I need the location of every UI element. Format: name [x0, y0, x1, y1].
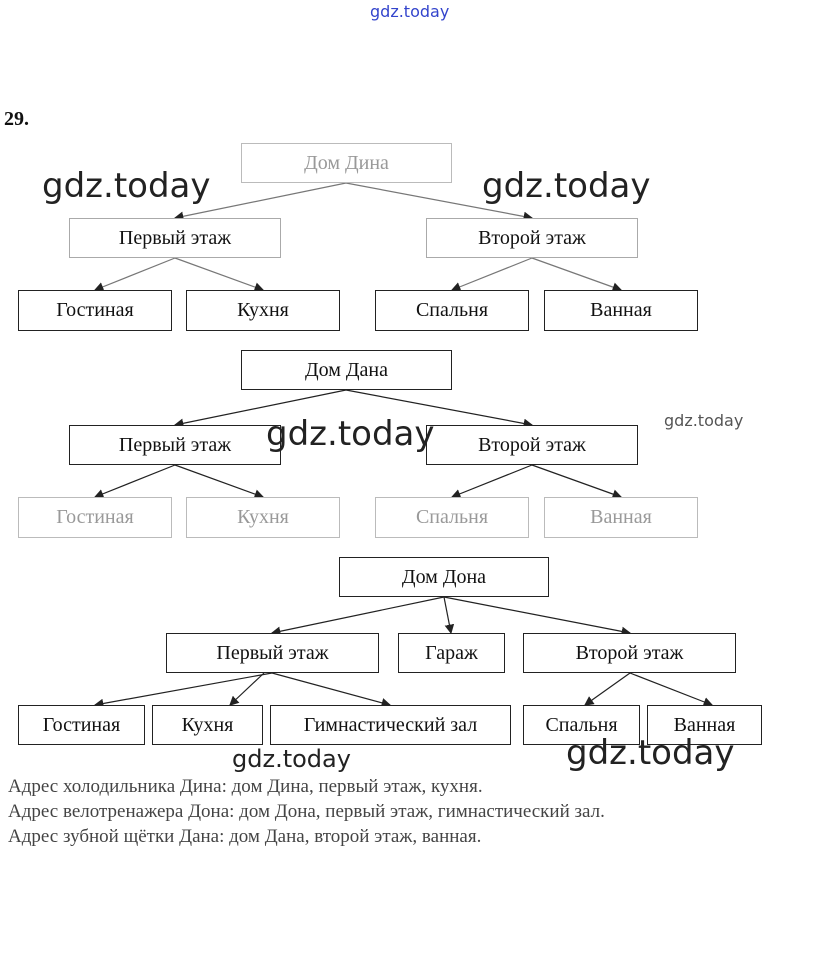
tree2-room: Спальня — [375, 497, 529, 538]
tree2-floor-1: Первый этаж — [69, 425, 281, 465]
task-number: 29. — [4, 108, 29, 130]
answer-line: Адрес зубной щётки Дана: дом Дана, второ… — [8, 826, 482, 847]
tree1-floor-2: Второй этаж — [426, 218, 638, 258]
watermark: gdz.today — [566, 733, 735, 773]
answer-line: Адрес велотренажера Дона: дом Дона, перв… — [8, 801, 605, 822]
tree3-room: Спальня — [523, 705, 640, 745]
tree3-room: Кухня — [152, 705, 263, 745]
tree3-floor-2: Второй этаж — [523, 633, 736, 673]
tree1-root: Дом Дина — [241, 143, 452, 183]
tree2-root: Дом Дана — [241, 350, 452, 390]
tree3-room: Ванная — [647, 705, 762, 745]
tree2-room: Гостиная — [18, 497, 172, 538]
answer-line: Адрес холодильника Дина: дом Дина, первы… — [8, 776, 483, 797]
tree1-room: Спальня — [375, 290, 529, 331]
watermark: gdz.today — [370, 2, 450, 21]
tree2-room: Ванная — [544, 497, 698, 538]
watermark: gdz.today — [664, 411, 744, 430]
tree3-room: Гостиная — [18, 705, 145, 745]
tree3-floor-1: Первый этаж — [166, 633, 379, 673]
tree1-room: Кухня — [186, 290, 340, 331]
tree3-room: Гимнастический зал — [270, 705, 511, 745]
tree1-room: Ванная — [544, 290, 698, 331]
tree1-room: Гостиная — [18, 290, 172, 331]
watermark: gdz.today — [482, 166, 651, 206]
tree2-room: Кухня — [186, 497, 340, 538]
watermark: gdz.today — [232, 745, 351, 773]
watermark: gdz.today — [266, 414, 435, 454]
tree3-root: Дом Дона — [339, 557, 549, 597]
tree3-garage: Гараж — [398, 633, 505, 673]
tree1-floor-1: Первый этаж — [69, 218, 281, 258]
tree2-floor-2: Второй этаж — [426, 425, 638, 465]
watermark: gdz.today — [42, 166, 211, 206]
